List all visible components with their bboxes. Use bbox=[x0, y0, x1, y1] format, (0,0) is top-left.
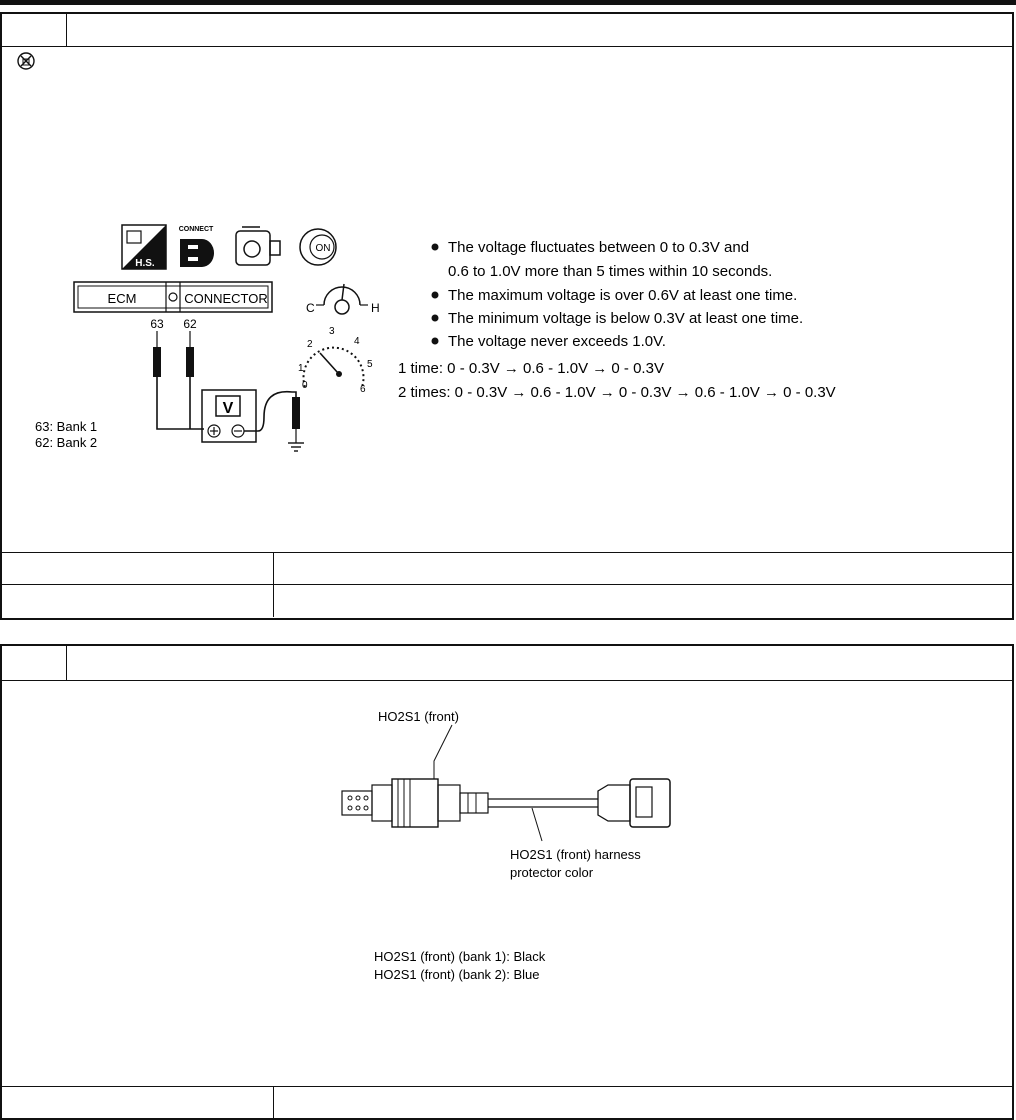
result-row bbox=[2, 1086, 1012, 1119]
result-label bbox=[2, 1087, 274, 1119]
step-header bbox=[2, 646, 1012, 681]
voltmeter-label: V bbox=[223, 400, 234, 417]
result-label bbox=[2, 553, 274, 585]
gauge-c-label: C bbox=[306, 301, 315, 315]
tach-tick-4: 4 bbox=[354, 336, 360, 347]
legend-bank-1: 63: Bank 1 bbox=[35, 419, 97, 434]
gauge-h-label: H bbox=[371, 301, 380, 315]
connector-label-ecm: ECM bbox=[108, 291, 137, 306]
hot-start-icon: H.S. bbox=[121, 224, 167, 270]
result-row bbox=[2, 552, 1012, 585]
tachometer-icon: 0 1 2 3 4 5 6 bbox=[298, 326, 373, 395]
tach-tick-6: 6 bbox=[360, 384, 366, 395]
criteria-item: The voltage never exceeds 1.0V. bbox=[448, 333, 666, 350]
connect-icon: CONNECT bbox=[179, 226, 214, 267]
voltmeter: V bbox=[201, 389, 257, 443]
result-action bbox=[274, 553, 1012, 585]
time-line-1: 1 time: 0 - 0.3V → 0.6 - 1.0V → 0 - 0.3V bbox=[398, 360, 664, 377]
ground-icon bbox=[288, 442, 304, 452]
probe-63 bbox=[153, 347, 161, 377]
tach-tick-3: 3 bbox=[329, 326, 335, 337]
tach-tick-1: 1 bbox=[298, 363, 304, 374]
probe-62 bbox=[186, 347, 194, 377]
check-step-2: HO2S1 (front) HO2S1 (front) harness prot… bbox=[0, 644, 1014, 1120]
engine-icon bbox=[235, 226, 281, 266]
criteria-item: The maximum voltage is over 0.6V at leas… bbox=[448, 287, 797, 304]
criteria-list: The voltage fluctuates between 0 to 0.3V… bbox=[431, 239, 803, 350]
step-header bbox=[2, 14, 1012, 47]
ecm-voltage-check-figure: H.S. CONNECT ON ECM bbox=[17, 52, 836, 452]
ground-probe bbox=[292, 397, 300, 429]
ecm-connector: ECM CONNECTOR bbox=[73, 281, 273, 313]
sensor-label: HO2S1 (front) bbox=[378, 709, 459, 724]
step-title bbox=[66, 646, 1012, 680]
hs-label: H.S. bbox=[135, 258, 155, 269]
connector-label-connector: CONNECTOR bbox=[184, 291, 268, 306]
pin-62-label: 62 bbox=[183, 317, 197, 331]
tach-tick-2: 2 bbox=[307, 339, 313, 350]
check-step-1: H.S. CONNECT ON ECM bbox=[0, 12, 1014, 620]
temperature-gauge-icon: C H bbox=[306, 283, 380, 315]
result-row bbox=[2, 584, 1012, 617]
criteria-item: The voltage fluctuates between 0 to 0.3V… bbox=[448, 239, 749, 256]
step-number bbox=[2, 14, 67, 46]
bank-color-1: HO2S1 (front) (bank 1): Black bbox=[374, 949, 546, 964]
result-action bbox=[274, 1087, 1012, 1119]
tach-tick-0: 0 bbox=[302, 380, 308, 391]
ho2s1-harness-figure: HO2S1 (front) HO2S1 (front) harness prot… bbox=[341, 709, 671, 982]
harness-label-line-2: protector color bbox=[510, 865, 594, 880]
connect-label: CONNECT bbox=[179, 226, 214, 233]
harness-label-line-1: HO2S1 (front) harness bbox=[510, 847, 641, 862]
harness-connector bbox=[597, 778, 671, 828]
no-tools-icon bbox=[17, 52, 35, 70]
tach-tick-5: 5 bbox=[367, 359, 373, 370]
ho2s1-sensor bbox=[341, 778, 489, 828]
step-title bbox=[66, 14, 1012, 46]
on-label: ON bbox=[316, 243, 331, 254]
bank-color-2: HO2S1 (front) (bank 2): Blue bbox=[374, 967, 539, 982]
result-action bbox=[274, 585, 1012, 617]
legend-bank-2: 62: Bank 2 bbox=[35, 435, 97, 450]
time-line-2: 2 times: 0 - 0.3V → 0.6 - 1.0V → 0 - 0.3… bbox=[398, 384, 836, 401]
ignition-on-icon: ON bbox=[299, 228, 337, 266]
criteria-item: 0.6 to 1.0V more than 5 times within 10 … bbox=[448, 263, 772, 280]
pin-63-label: 63 bbox=[150, 317, 164, 331]
criteria-item: The minimum voltage is below 0.3V at lea… bbox=[448, 310, 803, 327]
step-number bbox=[2, 646, 67, 680]
result-label bbox=[2, 585, 274, 617]
page-top-rule bbox=[0, 0, 1016, 5]
